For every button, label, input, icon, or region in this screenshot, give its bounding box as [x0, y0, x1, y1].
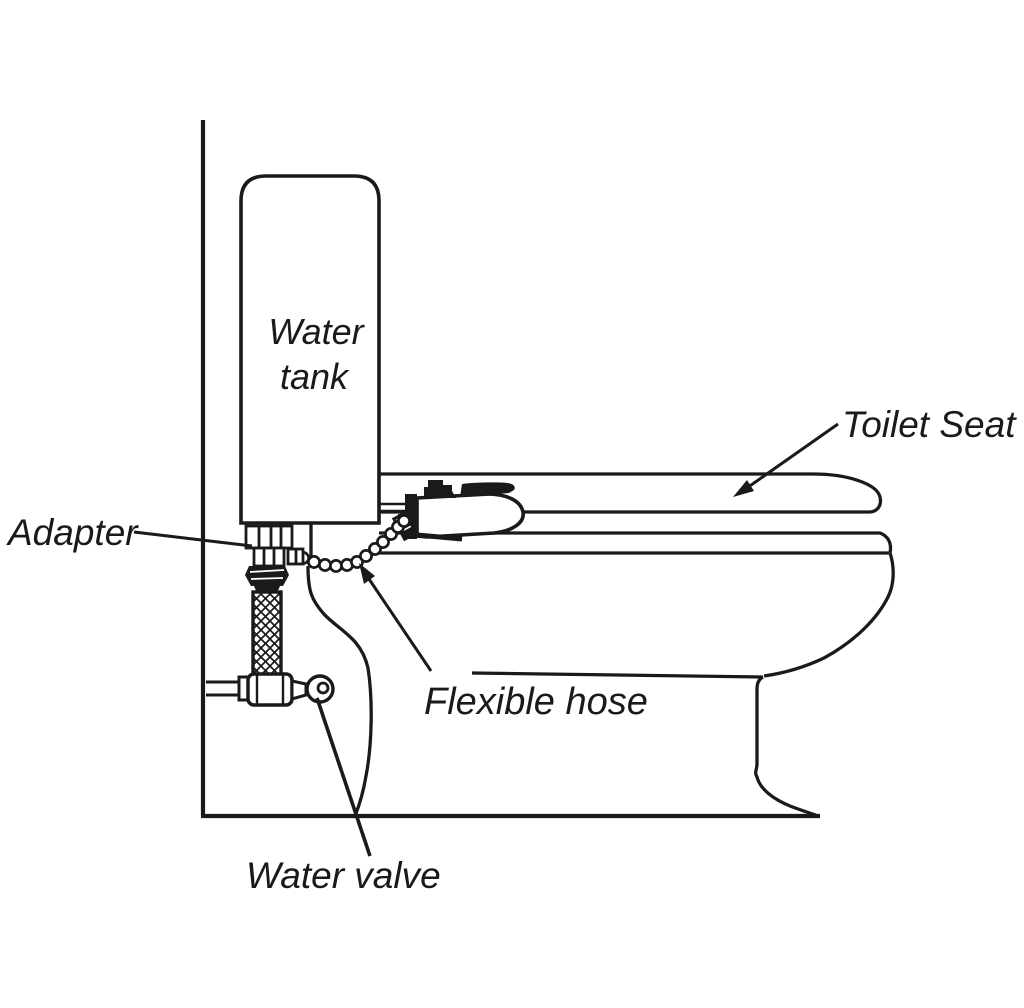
water-tank-label-line1: Water [268, 311, 365, 352]
hose-coupling-nut [245, 566, 289, 586]
valve-knob-inner [316, 681, 330, 695]
flexible-hose-leader-line [365, 575, 433, 672]
hose-bead [376, 535, 390, 549]
bowl-bottom-line [471, 671, 764, 679]
seat-lid-top-line [379, 472, 883, 514]
hose-bead [359, 549, 373, 563]
bidet-unit [379, 480, 525, 542]
bidet-body [415, 492, 525, 539]
valve-body [246, 672, 294, 707]
callout-toilet-seat: Toilet Seat [733, 404, 1017, 497]
valve-body-flanges [255, 674, 285, 705]
toilet-seat-label: Toilet Seat [842, 404, 1017, 445]
water-tank-label-line2: tank [280, 356, 350, 397]
adapter-leader-line [133, 530, 253, 548]
adapter-label: Adapter [6, 512, 139, 553]
bidet-supply-pipe [379, 502, 406, 513]
flexible-hose-arrowhead-icon [359, 563, 375, 584]
adapter-stem-facets [262, 548, 276, 566]
bidet-underside-line [416, 532, 463, 542]
hose-bead [318, 558, 332, 572]
water-valve-leader-line [315, 697, 372, 857]
water-tank-outline [239, 174, 381, 525]
hose-bead [397, 514, 411, 528]
flexible-hose [296, 514, 411, 573]
water-valve-assembly [206, 672, 335, 707]
bidet-knob [424, 480, 456, 498]
valve-neck [290, 679, 308, 701]
hose-bead [329, 559, 343, 573]
bidet-lever [460, 482, 515, 497]
water-tank: Water tank [239, 174, 381, 525]
adapter-nut-facets [257, 526, 283, 548]
hose-bead [307, 555, 321, 569]
bowl-rear-outline [306, 565, 373, 817]
base-outline [754, 675, 819, 818]
braided-hose-assembly [245, 566, 289, 678]
toilet-seat-arrowhead-icon [733, 480, 754, 497]
coupling-knurl [249, 569, 285, 580]
callout-water-valve: Water valve [246, 697, 441, 896]
seat-ring-line [379, 531, 893, 554]
flexible-hose-label: Flexible hose [424, 681, 648, 723]
adapter-nut [244, 524, 294, 550]
adapter-stem [252, 546, 286, 568]
bowl-right-outline [763, 552, 895, 678]
toilet-seat-leader-line [743, 422, 839, 492]
callout-flexible-hose: Flexible hose [359, 563, 648, 723]
adapter-fitting [244, 524, 305, 568]
supply-pipe [206, 680, 242, 697]
callout-adapter: Adapter [6, 512, 253, 553]
water-valve-label: Water valve [246, 855, 441, 896]
braided-hose [251, 590, 283, 678]
